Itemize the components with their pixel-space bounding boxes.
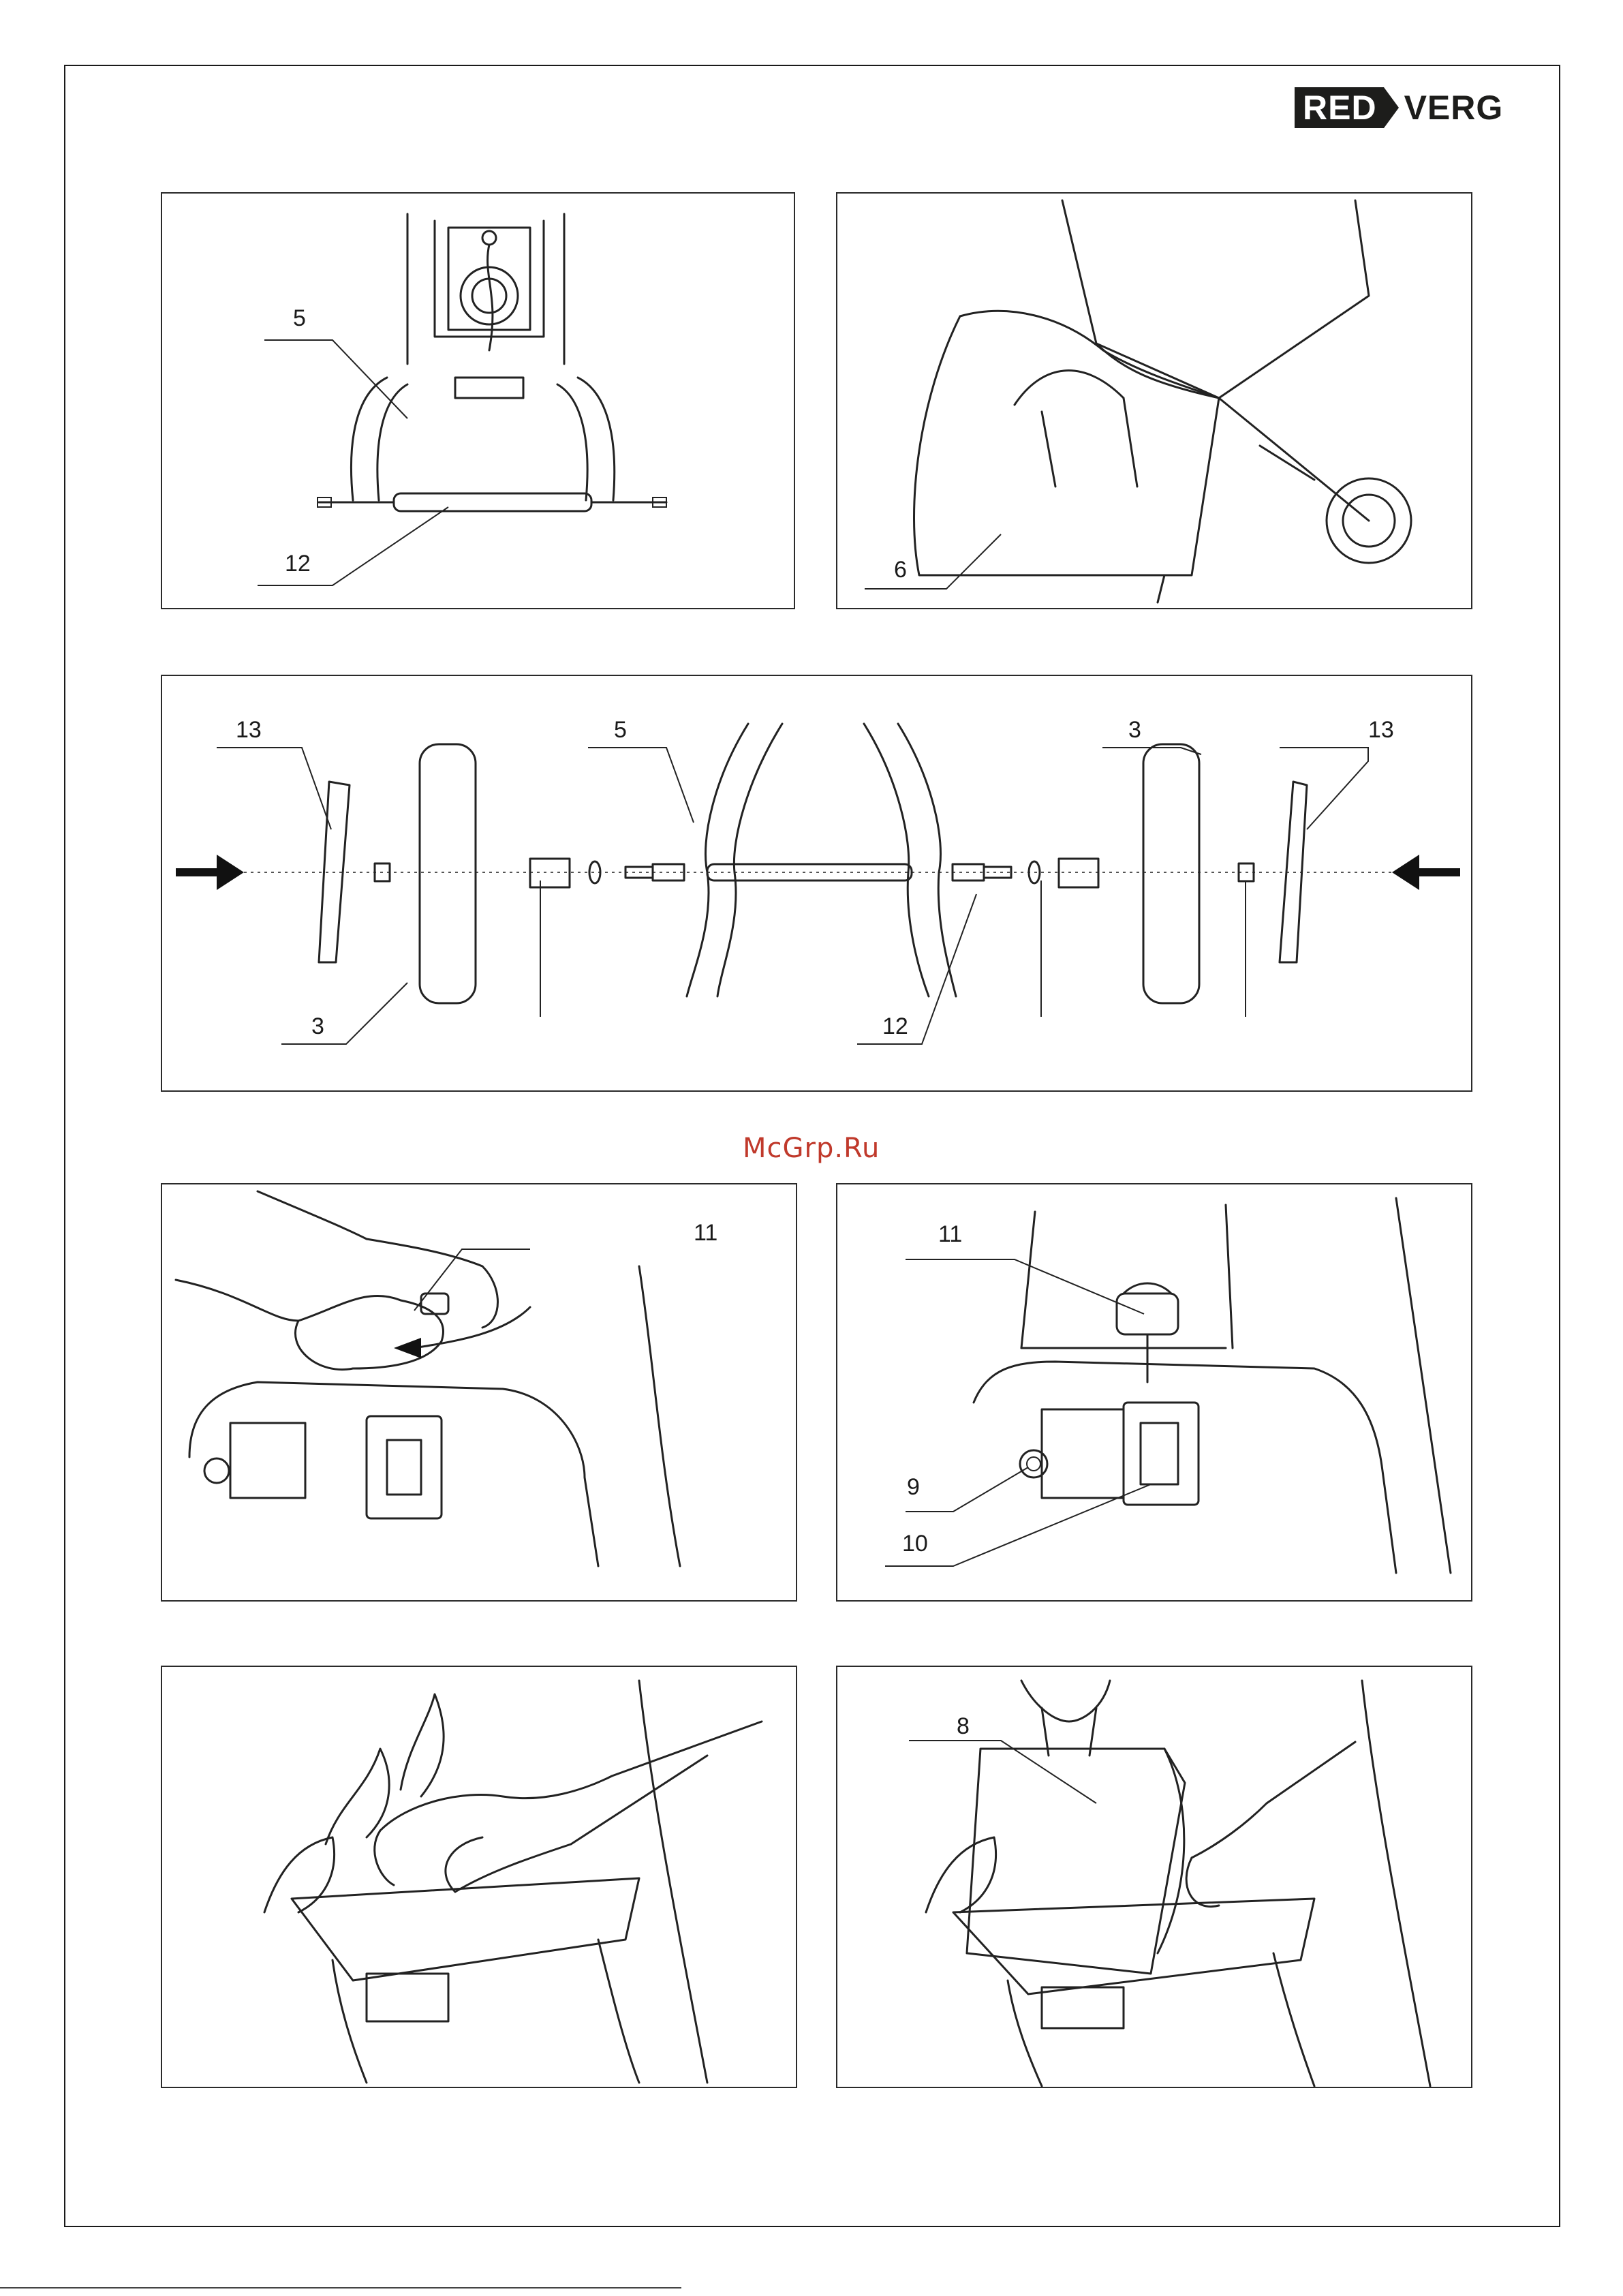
- callout-11: 11: [694, 1221, 717, 1244]
- callout-8: 8: [957, 1715, 970, 1738]
- callout-12: 12: [285, 552, 311, 575]
- brand-logo-verg: VERG: [1384, 87, 1504, 128]
- wheel-assembly-illustration: [162, 676, 1472, 1092]
- feeding-by-hand-illustration: [162, 1667, 797, 2088]
- callout-10: 10: [902, 1532, 928, 1555]
- figure-collection-bag: 6: [836, 192, 1472, 609]
- pusher-illustration: [837, 1667, 1472, 2088]
- callout-11-knob: 11: [938, 1223, 962, 1246]
- brand-logo-red: RED: [1295, 87, 1384, 128]
- handle-axle-illustration: [162, 194, 795, 609]
- callout-3-right: 3: [1128, 718, 1141, 741]
- knob-turn-illustration: [162, 1184, 797, 1602]
- callout-13-left: 13: [236, 718, 262, 741]
- callout-5-axle: 5: [614, 718, 627, 741]
- figure-pusher: 8: [836, 1666, 1472, 2088]
- figure-handle-axle: 5 12: [161, 192, 795, 609]
- brand-logo: RED VERG: [1295, 87, 1503, 128]
- figure-controls: 11 9 10: [836, 1183, 1472, 1602]
- figure-wheel-assembly: 13 5 3 13 3 12: [161, 675, 1472, 1092]
- collection-bag-illustration: [837, 194, 1472, 609]
- callout-5: 5: [293, 307, 306, 330]
- callout-9: 9: [907, 1475, 920, 1499]
- callout-6: 6: [894, 558, 907, 581]
- callout-3-left: 3: [311, 1015, 324, 1038]
- figure-knob-turn: 11: [161, 1183, 797, 1602]
- bottom-rule: [0, 2287, 681, 2289]
- watermark: McGrp.Ru: [743, 1133, 880, 1164]
- callout-13-right: 13: [1368, 718, 1394, 741]
- callout-12-axle: 12: [882, 1015, 908, 1038]
- figure-feeding-by-hand: [161, 1666, 797, 2088]
- controls-illustration: [837, 1184, 1472, 1602]
